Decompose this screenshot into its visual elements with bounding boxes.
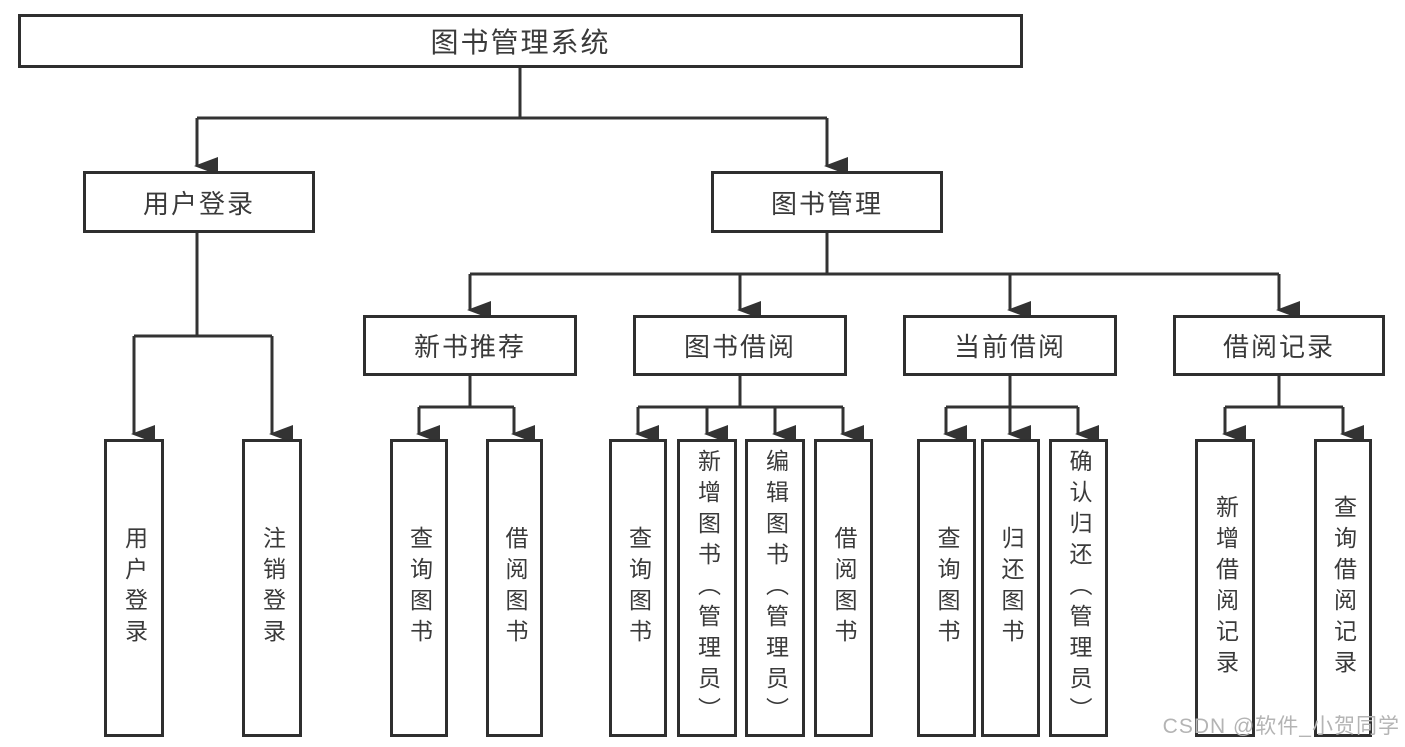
leaf-borrow-books-recommend: 借阅图书: [486, 439, 543, 737]
leaf-query-books-borrow: 查询图书: [609, 439, 667, 737]
leaf-label: 查询图书: [625, 526, 652, 650]
leaf-label: 注销登录: [259, 526, 286, 650]
node-book-management: 图书管理: [711, 171, 943, 233]
leaf-user-login: 用户登录: [104, 439, 164, 737]
leaf-label: 归还图书: [998, 526, 1024, 650]
leaf-label: 新增图书（管理员）: [694, 448, 721, 728]
node-current-borrow: 当前借阅: [903, 315, 1117, 376]
node-book-borrow: 图书借阅: [633, 315, 847, 376]
leaf-label: 确认归还（管理员）: [1066, 448, 1092, 728]
leaf-label: 查询图书: [406, 526, 433, 650]
leaf-add-book-admin: 新增图书（管理员）: [677, 439, 737, 737]
leaf-query-borrow-record: 查询借阅记录: [1314, 439, 1372, 737]
leaf-label: 用户登录: [121, 526, 148, 650]
node-new-book-recommend: 新书推荐: [363, 315, 577, 376]
node-user-login: 用户登录: [83, 171, 315, 233]
leaf-label: 查询借阅记录: [1330, 495, 1357, 681]
leaf-edit-book-admin: 编辑图书（管理员）: [745, 439, 805, 737]
leaf-query-books-recommend: 查询图书: [390, 439, 448, 737]
leaf-label: 编辑图书（管理员）: [762, 448, 789, 728]
leaf-label: 借阅图书: [831, 526, 857, 650]
node-root: 图书管理系统: [18, 14, 1023, 68]
leaf-label: 借阅图书: [502, 526, 528, 650]
leaf-confirm-return-admin: 确认归还（管理员）: [1049, 439, 1108, 737]
leaf-logout: 注销登录: [242, 439, 302, 737]
leaf-label: 新增借阅记录: [1212, 495, 1239, 681]
leaf-add-borrow-record: 新增借阅记录: [1195, 439, 1255, 737]
leaf-label: 查询图书: [934, 526, 960, 650]
leaf-borrow-books: 借阅图书: [814, 439, 873, 737]
leaf-query-books-current: 查询图书: [917, 439, 976, 737]
leaf-return-book: 归还图书: [981, 439, 1040, 737]
node-borrow-records: 借阅记录: [1173, 315, 1385, 376]
watermark: CSDN @软件_小贺同学: [1162, 715, 1400, 738]
